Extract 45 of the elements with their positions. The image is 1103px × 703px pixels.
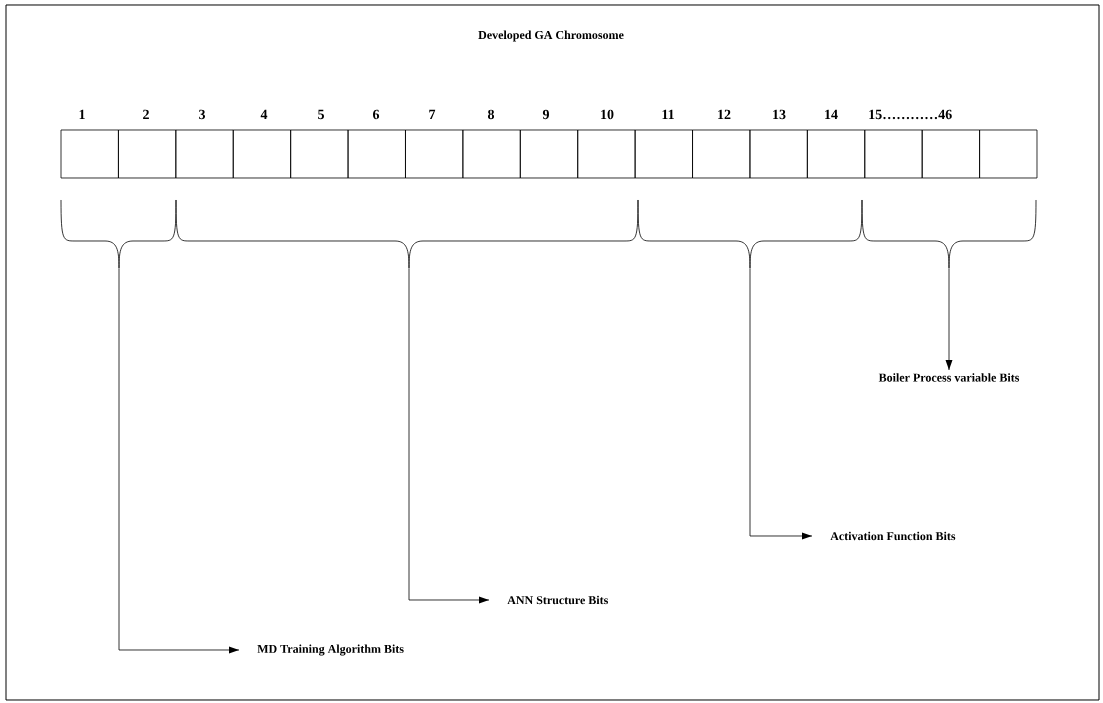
brace (861, 199, 1037, 269)
bit-number: 2 (143, 109, 149, 119)
arrow (408, 267, 490, 604)
bit-number: 11 (662, 109, 674, 119)
bit-cell (405, 129, 464, 179)
bit-number: 3 (199, 109, 206, 120)
bit-cell (864, 129, 923, 179)
group-label: Activation Function Bits (830, 531, 956, 541)
arrow (118, 267, 240, 654)
bit-cell (577, 129, 636, 179)
bit-number: 13 (773, 109, 786, 120)
bit-number: 6 (373, 109, 380, 120)
title: Developed GA Chromosome (478, 30, 624, 42)
bit-cell (749, 129, 808, 179)
bit-number: 4 (260, 109, 268, 119)
bit-number: 14 (825, 109, 838, 119)
bit-number: 9 (542, 109, 549, 120)
brace (60, 199, 177, 269)
group-label: ANN Structure Bits (507, 595, 608, 605)
arrow (945, 267, 953, 371)
brace (637, 199, 863, 269)
bit-number: 10 (601, 109, 614, 120)
bit-number: 15…………46 (869, 109, 952, 120)
bit-cell (921, 129, 980, 179)
bit-number: 12 (718, 109, 731, 119)
bit-cell (979, 129, 1038, 179)
bit-cell (462, 129, 521, 179)
bit-cell (692, 129, 751, 179)
bit-cell (634, 129, 693, 179)
bit-cell (290, 129, 349, 179)
bit-cell (519, 129, 579, 179)
group-label: Boiler Process variable Bits (878, 373, 1020, 382)
arrow (749, 267, 813, 540)
group-label: MD Training Algorithm Bits (257, 644, 404, 656)
bit-cell (175, 129, 234, 179)
bit-number: 1 (79, 109, 85, 119)
bit-cell (232, 129, 292, 179)
bit-number: 8 (488, 109, 495, 120)
bit-cell (60, 129, 119, 179)
bit-cell (347, 129, 406, 179)
bit-number: 5 (318, 109, 324, 120)
brace (175, 199, 639, 269)
bit-cell (806, 129, 866, 179)
bit-number: 7 (429, 109, 436, 119)
bit-cell (118, 129, 177, 179)
